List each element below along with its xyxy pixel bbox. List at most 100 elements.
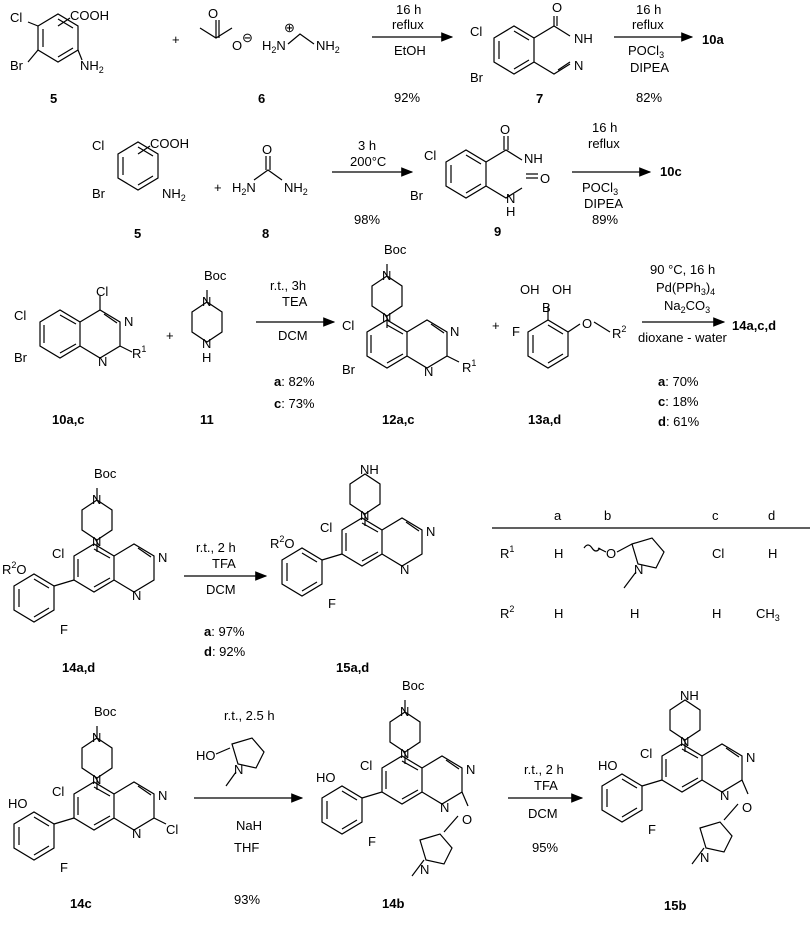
group-boc: Boc [204, 268, 227, 283]
group-o: O [462, 812, 472, 827]
group-boc: Boc [94, 466, 117, 481]
compound-8-structure: O H2N NH2 [232, 142, 308, 197]
r2-yield: 82% [636, 90, 662, 105]
group-h2n: H2N [262, 38, 286, 55]
group-ho: HO [598, 758, 618, 773]
r8-time: r.t., 2.5 h [224, 708, 275, 723]
group-r1: R1 [132, 344, 146, 361]
r4-time: 16 h [592, 120, 617, 135]
group-br: Br [92, 186, 106, 201]
group-r1: R1 [462, 358, 476, 375]
compound-label-7: 7 [536, 91, 543, 106]
group-h: H [202, 350, 211, 365]
compound-label-8: 8 [262, 226, 269, 241]
group-n: N [400, 704, 409, 719]
group-r2: R2 [612, 324, 626, 341]
group-n: N [124, 314, 133, 329]
group-br: Br [410, 188, 424, 203]
group-boc: Boc [384, 242, 407, 257]
group-cl: Cl [14, 308, 26, 323]
group-f: F [368, 834, 376, 849]
r9-time: r.t., 2 h [524, 762, 564, 777]
group-nh2: NH2 [284, 180, 308, 197]
group-n: N [92, 730, 101, 745]
table-r2-c: H [712, 606, 721, 621]
group-n: N [634, 562, 643, 577]
group-br: Br [14, 350, 28, 365]
table-r2-d: CH3 [756, 606, 780, 623]
r6-yield-c: c: 18% [658, 394, 699, 409]
r2-time: 16 h [636, 2, 661, 17]
group-n: N [506, 191, 515, 206]
group-f: F [328, 596, 336, 611]
r9-yield: 95% [532, 840, 558, 855]
group-n: N [700, 850, 709, 865]
r1-yield: 92% [394, 90, 420, 105]
group-oh: OH [552, 282, 572, 297]
group-br: Br [10, 58, 24, 73]
r2-reagent2: DIPEA [630, 60, 669, 75]
compound-label-14acd: 14a,c,d [732, 318, 776, 333]
table-r1-d: H [768, 546, 777, 561]
group-n: N [400, 562, 409, 577]
table-r1-c: Cl [712, 546, 724, 561]
group-b: B [542, 300, 551, 315]
compound-10ac-structure [39, 296, 133, 359]
group-cl: Cl [10, 10, 22, 25]
r5-yield-a: a: 82% [274, 374, 315, 389]
compound-7-structure [493, 16, 571, 75]
table-row-r1-label: R1 [500, 544, 514, 561]
r5-time: r.t., 3h [270, 278, 306, 293]
group-f: F [648, 822, 656, 837]
group-n: N [92, 772, 101, 787]
group-n: N [158, 788, 167, 803]
r4-cond: reflux [588, 136, 620, 151]
r6-yield-a: a: 70% [658, 374, 699, 389]
compound-6-structure: O O ⊖ H2N ⊕ NH2 [199, 6, 340, 55]
r5-yield-c: c: 73% [274, 396, 315, 411]
r3-cond: 200°C [350, 154, 386, 169]
group-cl: Cl [166, 822, 178, 837]
r6-cat: Pd(PPh3)4 [656, 280, 715, 297]
group-n: N [420, 862, 429, 877]
group-n: N [424, 364, 433, 379]
group-nh: NH [680, 688, 699, 703]
table-r2-b: H [630, 606, 639, 621]
group-o: O [500, 122, 510, 137]
group-cl: Cl [470, 24, 482, 39]
r2-reagent1: POCl3 [628, 43, 664, 60]
compound-15b-structure [601, 699, 749, 865]
group-oh: OH [520, 282, 540, 297]
table-row-r2-label: R2 [500, 604, 514, 621]
r3-yield: 98% [354, 212, 380, 227]
r6-solvent: dioxane - water [638, 330, 728, 345]
group-nh2: NH2 [162, 186, 186, 203]
group-cl: Cl [360, 758, 372, 773]
group-cooh: COOH [70, 8, 109, 23]
group-ho: HO [316, 770, 336, 785]
group-o: O [582, 316, 592, 331]
r1-time: 16 h [396, 2, 421, 17]
compound-label-10ac: 10a,c [52, 412, 85, 427]
group-o: O [232, 38, 242, 53]
group-boc: Boc [402, 678, 425, 693]
r4-yield: 89% [592, 212, 618, 227]
compound-label-10c: 10c [660, 164, 682, 179]
group-n: N [680, 734, 689, 749]
compound-label-5: 5 [50, 91, 57, 106]
compound-13ad-structure [527, 306, 581, 369]
plus-sign: + [166, 328, 174, 343]
r4-reagent2: DIPEA [584, 196, 623, 211]
plus-sign: + [172, 32, 180, 47]
group-o: O [540, 171, 550, 186]
group-n: N [382, 268, 391, 283]
group-cl: Cl [342, 318, 354, 333]
group-nh: NH [524, 151, 543, 166]
r2-cond: reflux [632, 17, 664, 32]
r4-reagent1: POCl3 [582, 180, 618, 197]
group-nh2: NH2 [80, 58, 104, 75]
compound-label-13ad: 13a,d [528, 412, 561, 427]
group-ho: HO [8, 796, 28, 811]
compound-12ac-structure [366, 264, 460, 369]
